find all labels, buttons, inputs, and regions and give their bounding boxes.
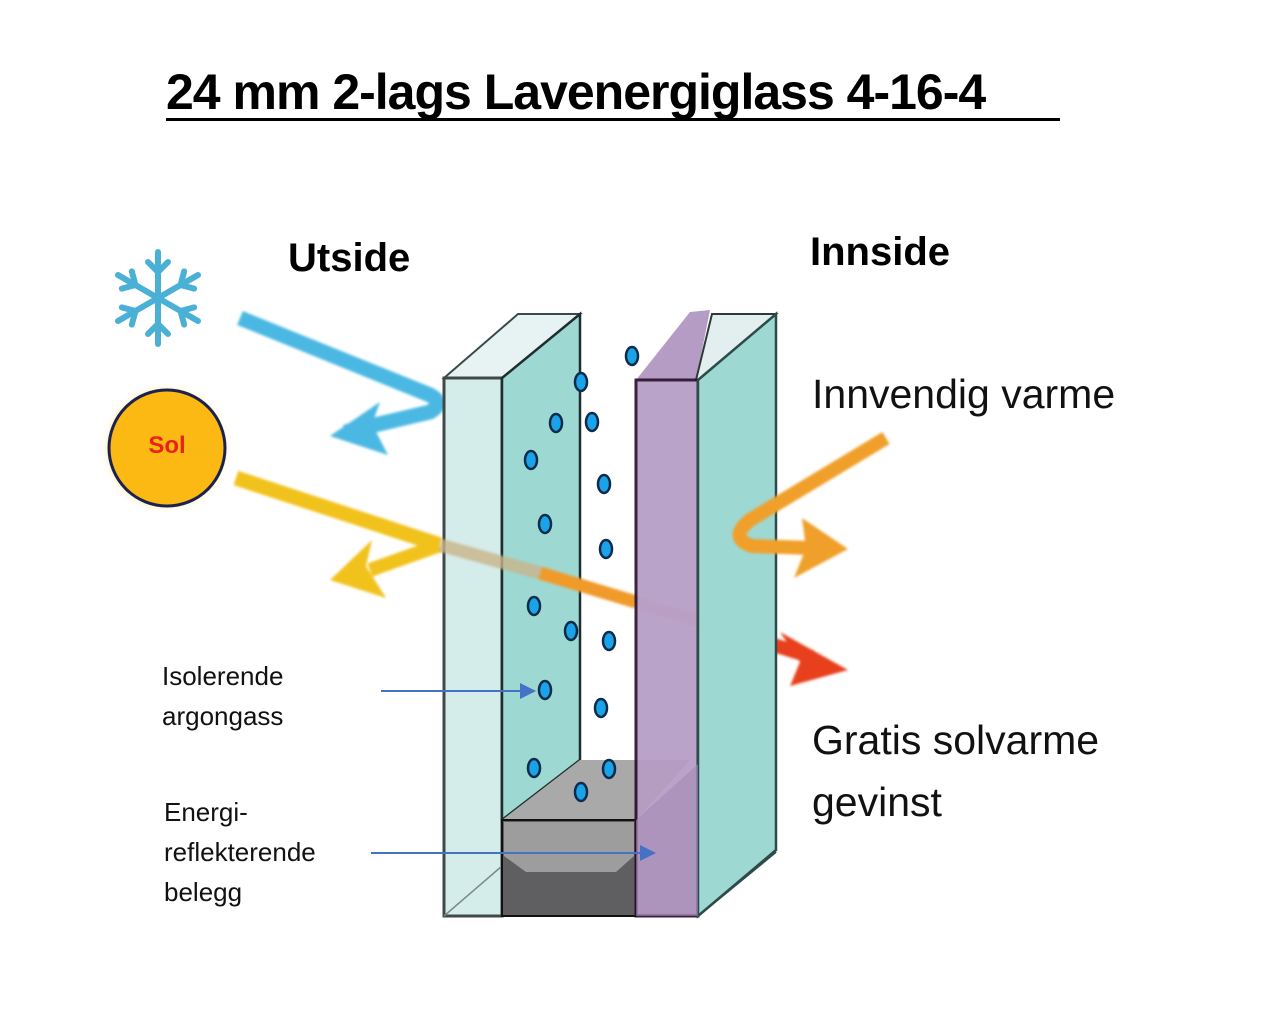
solar-gain-label-line1: Gratis solvarme <box>812 717 1100 763</box>
outside-label: Utside <box>288 236 411 280</box>
argon-pointer-arrow <box>381 683 536 699</box>
argon-gas-dots <box>523 345 640 803</box>
argon-label-line2: argongass <box>162 701 284 731</box>
solar-gain-label-line2: gevinst <box>812 779 942 825</box>
coating-label-line1: Energi- <box>164 797 248 827</box>
sun-label: Sol <box>148 432 186 459</box>
inner-glass-pane <box>634 310 779 919</box>
coating-pointer-arrow <box>371 845 656 861</box>
title-underline <box>166 118 1060 121</box>
coating-label-line2: reflekterende <box>164 837 316 867</box>
sun-reflection-arrow <box>233 470 443 598</box>
sun-icon <box>106 388 227 508</box>
cold-reflection-arrow <box>237 311 445 455</box>
inside-label: Innside <box>810 230 951 274</box>
diagram-title: 24 mm 2-lags Lavenergiglass 4-16-4 <box>166 64 986 120</box>
internal-heat-label: Innvendig varme <box>812 371 1116 417</box>
argon-label-line1: Isolerende <box>162 661 284 691</box>
internal-heat-arrow <box>732 432 890 578</box>
coating-label-line3: belegg <box>164 877 243 907</box>
snowflake-icon <box>115 249 201 347</box>
